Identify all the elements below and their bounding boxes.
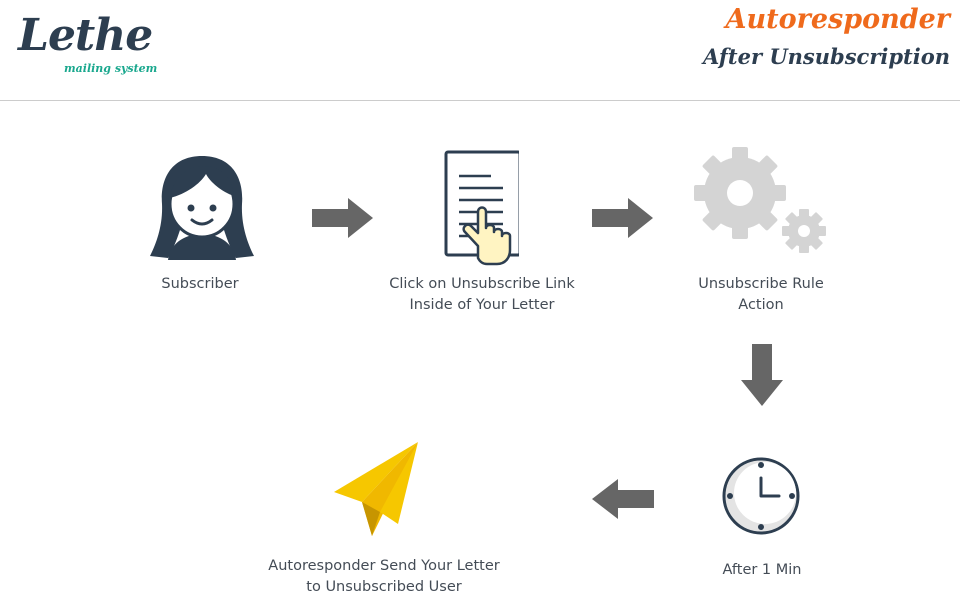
step-label-subscriber: Subscriber [110, 274, 290, 295]
document-click-icon [444, 150, 519, 266]
logo: Lethe mailing system [18, 10, 178, 85]
logo-tagline: mailing system [64, 62, 158, 75]
arrow-right-icon [592, 198, 653, 238]
arrow-right-icon [312, 198, 373, 238]
header-divider [0, 100, 960, 101]
page-subtitle: After Unsubscription [702, 44, 950, 69]
page-title: Autoresponder [725, 4, 950, 35]
clock-icon [722, 457, 800, 535]
step-label-line: Inside of Your Letter [409, 297, 555, 313]
step-label-line: Action [738, 297, 784, 313]
arrow-left-icon [592, 479, 654, 519]
step-label-line: Click on Unsubscribe Link [389, 276, 575, 292]
gears-icon [694, 147, 826, 253]
step-label-line: Subscriber [161, 276, 239, 292]
step-label-line: Unsubscribe Rule [698, 276, 824, 292]
step-label-delay: After 1 Min [672, 560, 852, 581]
step-label-autoresponder-send: Autoresponder Send Your Letter to Unsubs… [244, 556, 524, 598]
step-label-line: to Unsubscribed User [306, 579, 462, 595]
step-label-unsubscribe-rule: Unsubscribe Rule Action [671, 274, 851, 316]
logo-wordmark: Lethe [18, 10, 153, 61]
subscriber-icon [150, 156, 254, 260]
arrow-down-icon [741, 344, 783, 406]
step-label-line: After 1 Min [722, 562, 802, 578]
step-label-click-link: Click on Unsubscribe Link Inside of Your… [362, 274, 602, 316]
step-label-line: Autoresponder Send Your Letter [268, 558, 500, 574]
paper-plane-icon [334, 442, 418, 536]
